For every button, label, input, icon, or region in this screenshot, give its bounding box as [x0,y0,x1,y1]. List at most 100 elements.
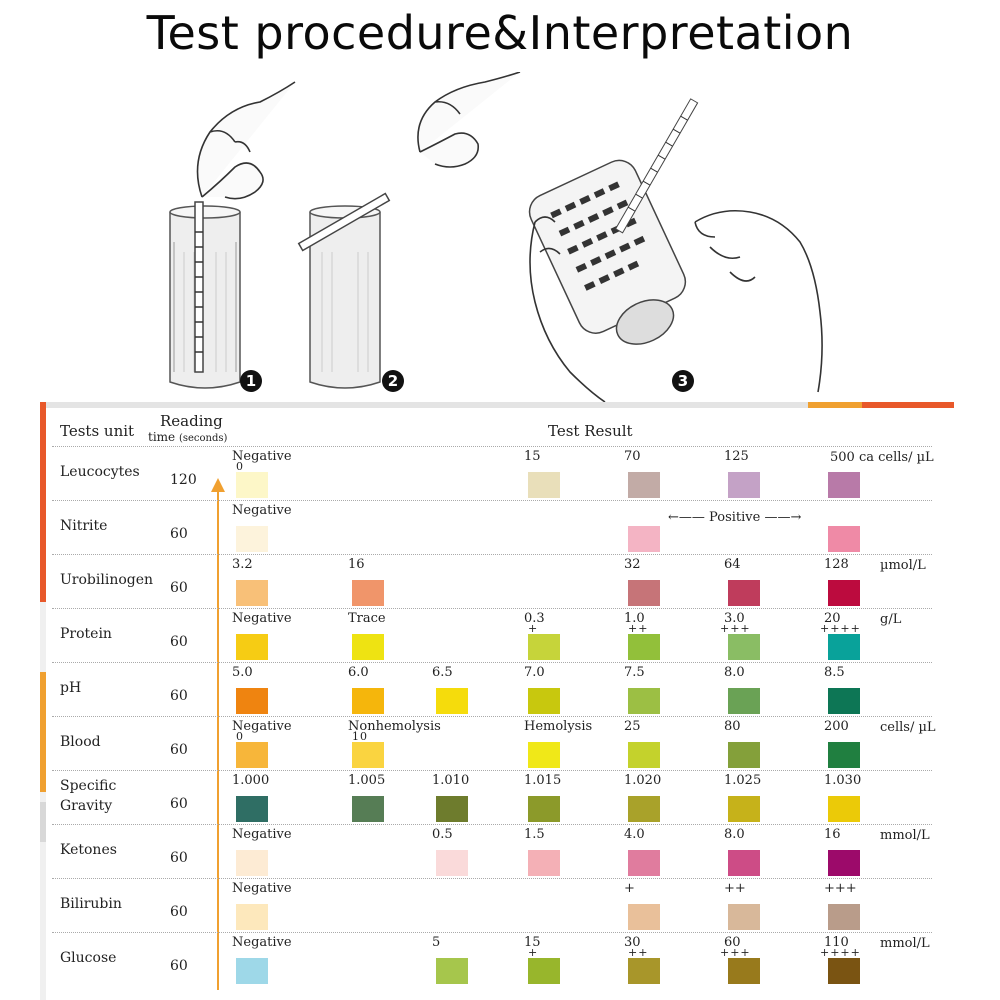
swatch-label: 1.005 [348,773,386,788]
color-swatch [728,850,760,876]
color-swatch [728,796,760,822]
swatch-label: 3.0 [724,611,745,626]
row-unit: 500 ca cells/ µL [830,450,934,465]
row-reading-time: 60 [170,796,188,812]
swatch-label: 15 [524,935,541,950]
color-swatch [236,796,268,822]
row-separator [52,500,932,501]
hand-3-right [694,209,823,393]
hand-2 [417,72,521,168]
color-swatch [828,580,860,606]
color-swatch [236,958,268,984]
swatch-label: 3.2 [232,557,253,572]
swatch-label: 0.3 [524,611,545,626]
row-separator [52,770,932,771]
color-swatch [628,688,660,714]
color-swatch [628,958,660,984]
swatch-label: Hemolysis [524,719,593,734]
chart-side-accent-orange [40,672,46,792]
swatch-sublabel: +++ [720,622,751,635]
row-test-name: Leucocytes [60,462,140,482]
swatch-sublabel: + [528,946,539,959]
color-swatch [628,580,660,606]
swatch-label: 15 [524,449,541,464]
test-tube-2 [297,192,391,389]
chart-top-accent-orange [808,402,862,408]
swatch-label: 8.0 [724,665,745,680]
color-swatch [236,742,268,768]
row-unit: mmol/L [880,936,930,951]
color-swatch [628,796,660,822]
time-arrow-line [217,490,219,990]
color-swatch [628,850,660,876]
swatch-label: 8.0 [724,827,745,842]
swatch-label: 32 [624,557,641,572]
swatch-label: 7.5 [624,665,645,680]
row-test-name-line: Bilirubin [60,896,122,912]
header-test-result: Test Result [548,422,633,440]
row-reading-time: 60 [170,634,188,650]
row-reading-time: 60 [170,958,188,974]
reagent-bottle [528,159,687,345]
color-swatch [628,526,660,552]
swatch-label: 1.025 [724,773,762,788]
swatch-label: Negative [232,611,292,626]
color-swatch [528,850,560,876]
positive-arrow-right: ——→ [764,510,802,525]
color-swatch [828,634,860,660]
color-swatch [828,850,860,876]
swatch-sublabel: 0 [236,460,244,473]
positive-range: ←—— Positive ——→ [668,510,801,525]
color-swatch [436,796,468,822]
time-arrow-head [211,478,225,492]
color-swatch [628,742,660,768]
row-separator [52,716,932,717]
swatch-sublabel: +++ [720,946,751,959]
row-test-name: Glucose [60,948,116,968]
color-swatch [528,958,560,984]
color-swatch [236,688,268,714]
row-reading-time: 60 [170,850,188,866]
swatch-label: 1.5 [524,827,545,842]
swatch-label: 1.000 [232,773,270,788]
swatch-label: 110 [824,935,849,950]
color-swatch [236,850,268,876]
color-swatch [436,958,468,984]
row-reading-time: 60 [170,904,188,920]
color-swatch [728,958,760,984]
color-swatch [352,688,384,714]
color-swatch [528,742,560,768]
hand-3-left [529,216,606,402]
swatch-label: 60 [724,935,741,950]
swatch-label: 1.010 [432,773,470,788]
row-test-name-line: Protein [60,626,112,642]
color-swatch [528,796,560,822]
step-3-badge: 3 [672,370,694,392]
color-swatch [628,634,660,660]
chart-side-accent-grey [40,802,46,842]
swatch-sublabel: ++++ [820,946,861,959]
row-test-name-line: pH [60,680,82,696]
color-swatch [436,688,468,714]
swatch-label: 1.030 [824,773,862,788]
swatch-label: 30 [624,935,641,950]
row-reading-time: 60 [170,742,188,758]
step-1-badge: 1 [240,370,262,392]
swatch-label: Negative [232,935,292,950]
swatch-label: 5 [432,935,441,950]
header-time-label: time [148,430,176,444]
page-title: Test procedure&Interpretation [146,6,854,60]
row-test-name-line: Blood [60,734,101,750]
swatch-label: 16 [348,557,365,572]
color-swatch [236,904,268,930]
test-strip-3 [614,98,699,234]
row-test-name: Bilirubin [60,894,122,914]
color-swatch [236,580,268,606]
color-swatch [728,742,760,768]
swatch-label: 6.5 [432,665,453,680]
swatch-sublabel: + [528,622,539,635]
color-swatch [828,688,860,714]
swatch-label: ++ [724,881,746,896]
row-test-name: Protein [60,624,112,644]
